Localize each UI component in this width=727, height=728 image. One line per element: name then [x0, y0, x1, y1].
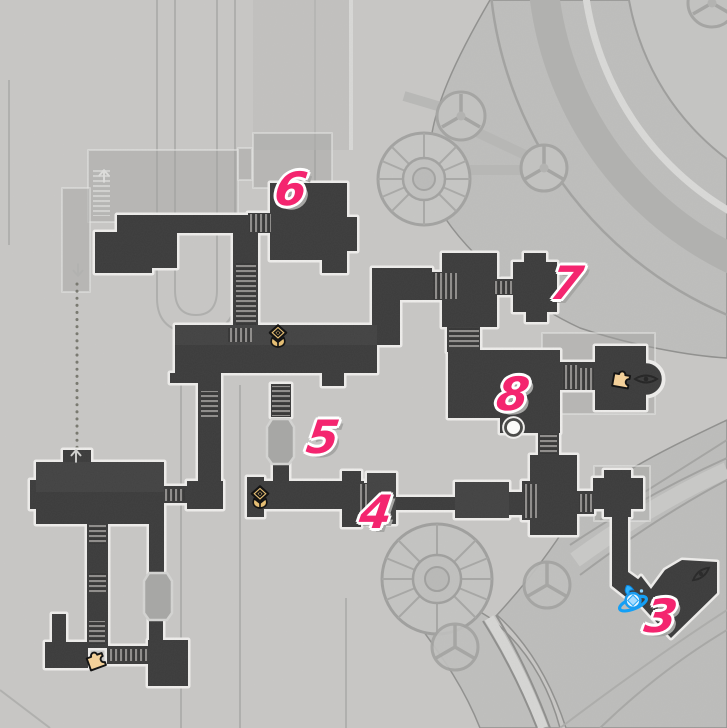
map-marker-3[interactable]: 3 [641, 589, 681, 643]
puzzle-piece-icon[interactable] [78, 642, 113, 677]
up-arrow-icon [65, 445, 87, 467]
map-marker-6[interactable]: 6 [271, 162, 311, 216]
map-marker-4[interactable]: 4 [356, 485, 396, 539]
puzzle-piece-icon[interactable] [605, 362, 636, 393]
treasure-chest-icon[interactable] [264, 322, 292, 350]
map-marker-7[interactable]: 7 [547, 256, 587, 310]
down-arrow-icon [67, 259, 89, 281]
treasure-chest-icon[interactable] [246, 483, 274, 511]
map-marker-5[interactable]: 5 [303, 410, 343, 464]
map-marker-8[interactable]: 8 [493, 367, 533, 421]
up-arrow-icon [93, 165, 115, 187]
